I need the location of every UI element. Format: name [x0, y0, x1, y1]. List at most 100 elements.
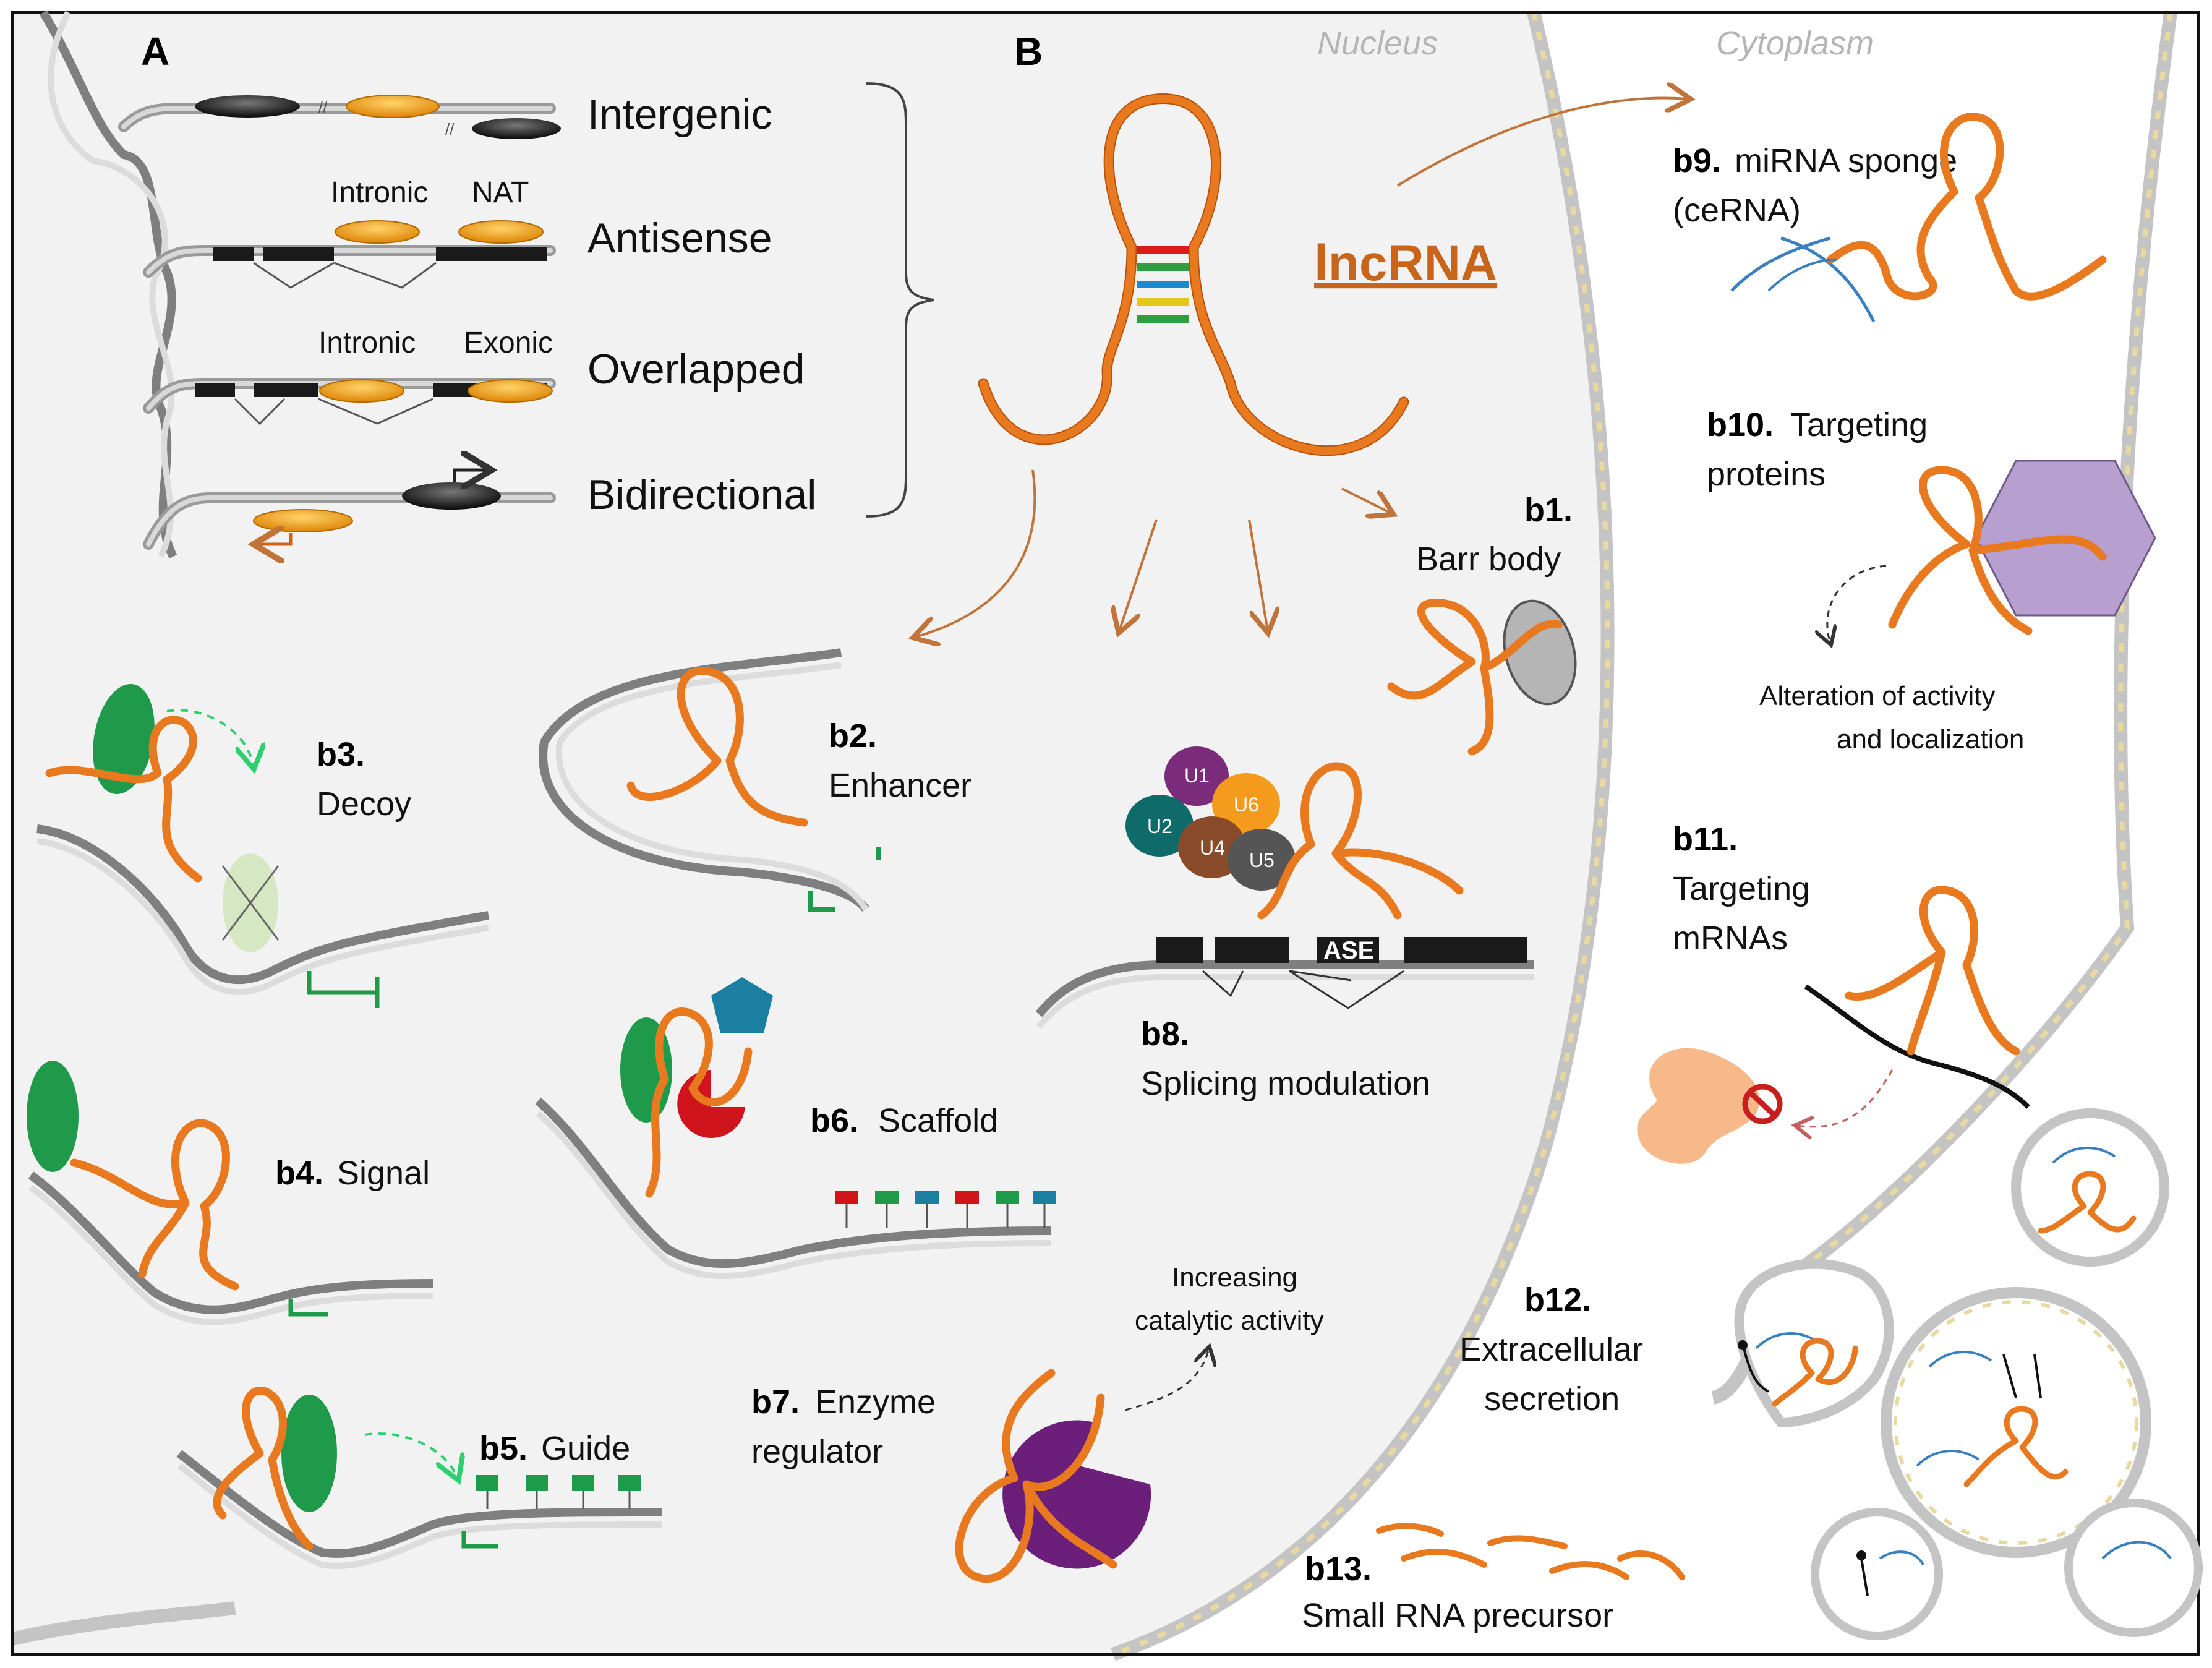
mechanism-arrows — [915, 98, 1688, 637]
b8-code: b8. — [1141, 1016, 1189, 1053]
b10-note-line1: Alteration of activity — [1759, 681, 1996, 711]
svg-text://: // — [318, 98, 328, 116]
b5-guide: b5. Guide — [176, 1387, 662, 1569]
b12-extracellular-secretion: b12. Extracellular secretion — [1459, 1108, 2203, 1640]
b1-code: b1. — [1524, 492, 1573, 529]
gene-black-oval — [472, 118, 561, 139]
b6-code: b6. — [810, 1102, 858, 1139]
ase-box — [1317, 937, 1379, 963]
central-lncrna — [978, 93, 1409, 456]
b6-scaffold: b6. Scaffold — [535, 977, 1056, 1280]
intergenic-row: // // Intergenic — [118, 91, 772, 139]
ase-label: ASE — [1323, 937, 1374, 964]
b10-code: b10. — [1707, 406, 1774, 443]
bidirectional-row: Bidirectional — [143, 470, 816, 544]
b1-text: Barr body — [1416, 541, 1561, 578]
snrnp-u2 — [1125, 795, 1194, 857]
snrnp-u2-label: U2 — [1147, 815, 1172, 837]
b3-code: b3. — [317, 736, 365, 773]
snrnp-u1-label: U1 — [1184, 764, 1210, 787]
b5-code: b5. — [479, 1430, 527, 1467]
b10-line2: proteins — [1707, 456, 1826, 493]
cytoplasm-label: Cytoplasm — [1716, 25, 1874, 62]
svg-text://: // — [445, 120, 455, 139]
b11-targeting-mrnas: b11. Targeting mRNAs — [1637, 821, 2030, 1164]
b8-text: Splicing modulation — [1141, 1065, 1430, 1102]
overlapped-row: Intronic Exonic Overlapped — [143, 327, 805, 426]
b12-line1: Extracellular — [1459, 1331, 1643, 1368]
b10-line1: Targeting — [1790, 406, 1928, 443]
b12-line2: secretion — [1484, 1380, 1620, 1418]
b1-barr-body: b1. Barr body — [1387, 492, 1577, 756]
antisense-row: Intronic NAT Antisense — [143, 176, 772, 289]
ribosome — [1637, 1048, 1760, 1164]
grouping-brace — [865, 82, 934, 518]
protein-blue-pentagon — [711, 977, 773, 1033]
b7-note-line2: catalytic activity — [1135, 1306, 1324, 1336]
figure-border — [11, 11, 2200, 1656]
antisense-sublabel-intronic: Intronic — [331, 176, 428, 209]
b7-code: b7. — [751, 1384, 800, 1421]
protein-green-oval — [281, 1395, 337, 1512]
b13-text: Small RNA precursor — [1302, 1597, 1613, 1634]
dna-helix-left — [39, 10, 177, 559]
lncrna-title: lncRNA — [1314, 235, 1497, 291]
b7-enzyme-regulator: b7. Enzyme regulator Increasing catalyti… — [751, 1262, 1324, 1583]
vesicle-small-right — [2064, 1499, 2203, 1637]
block-icon — [1742, 1084, 1783, 1124]
b9-line1: miRNA sponge — [1735, 142, 1957, 179]
b10-targeting-proteins: b10. Targeting proteins Alteration of ac… — [1707, 406, 2156, 755]
b11-code: b11. — [1673, 821, 1738, 858]
snrnp-u6 — [1212, 773, 1280, 835]
overlapped-sublabel-exonic: Exonic — [464, 327, 553, 359]
gene-black-oval — [402, 482, 501, 510]
b9-mirna-sponge: b9. miRNA sponge (ceRNA) — [1673, 113, 2107, 323]
intergenic-label: Intergenic — [587, 91, 772, 138]
panel-b-letter: B — [1014, 29, 1043, 74]
b6-text: Scaffold — [878, 1102, 998, 1139]
b11-line1: Targeting — [1673, 870, 1810, 907]
b4-text: Signal — [337, 1155, 430, 1192]
b13-code: b13. — [1305, 1550, 1372, 1588]
enzyme-purple-pacman — [1002, 1420, 1151, 1569]
b13-small-rna-precursor: b13. Small RNA precursor — [1302, 1523, 1685, 1634]
cytoplasm-region — [1113, 12, 2198, 1654]
lncrna-gene-oval — [319, 379, 404, 403]
overlapped-label: Overlapped — [587, 346, 805, 393]
b4-code: b4. — [275, 1155, 323, 1192]
b2-enhancer: b2. Enhancer — [539, 648, 971, 912]
b3-decoy: b3. Decoy — [36, 683, 490, 1008]
antisense-label: Antisense — [587, 215, 772, 262]
protein-green-oval — [27, 1061, 79, 1172]
base-pair-stem — [1137, 246, 1189, 323]
b8-splicing-modulation: b8. Splicing modulation ASE U1 U6 U2 U4 … — [1035, 746, 1534, 1102]
spliceosome: U1 U6 U2 U4 U5 — [1125, 746, 1296, 891]
snrnp-u6-label: U6 — [1234, 793, 1259, 816]
b2-text: Enhancer — [829, 767, 971, 804]
b7-line2: regulator — [751, 1433, 883, 1470]
snrnp-u5 — [1228, 829, 1296, 891]
snrnp-u4-label: U4 — [1200, 837, 1225, 859]
bidirectional-label: Bidirectional — [587, 471, 816, 518]
b3-text: Decoy — [317, 785, 411, 823]
b10-note-line2: and localization — [1837, 724, 2024, 755]
b4-signal: b4. Signal — [27, 1061, 433, 1325]
overlapped-sublabel-intronic: Intronic — [318, 327, 416, 359]
lncrna-gene-oval — [335, 220, 420, 244]
lncrna-gene-oval — [253, 509, 353, 532]
vesicle-top — [2011, 1108, 2169, 1267]
b9-code: b9. — [1673, 142, 1721, 179]
vesicle-large — [1881, 1287, 2151, 1558]
lncrna-gene-oval — [458, 220, 544, 244]
b7-line1: Enzyme — [815, 1384, 936, 1421]
b9-line2: (ceRNA) — [1673, 192, 1801, 229]
b12-code: b12. — [1524, 1281, 1591, 1319]
gene-black-oval — [195, 95, 300, 118]
protein-green-oval — [93, 683, 155, 795]
b11-line2: mRNAs — [1673, 920, 1788, 957]
lncrna-gene-oval — [346, 95, 440, 118]
nucleus-label: Nucleus — [1317, 25, 1438, 62]
vesicle-small-left — [1811, 1508, 1943, 1640]
lncrna-gene-oval — [468, 379, 553, 403]
